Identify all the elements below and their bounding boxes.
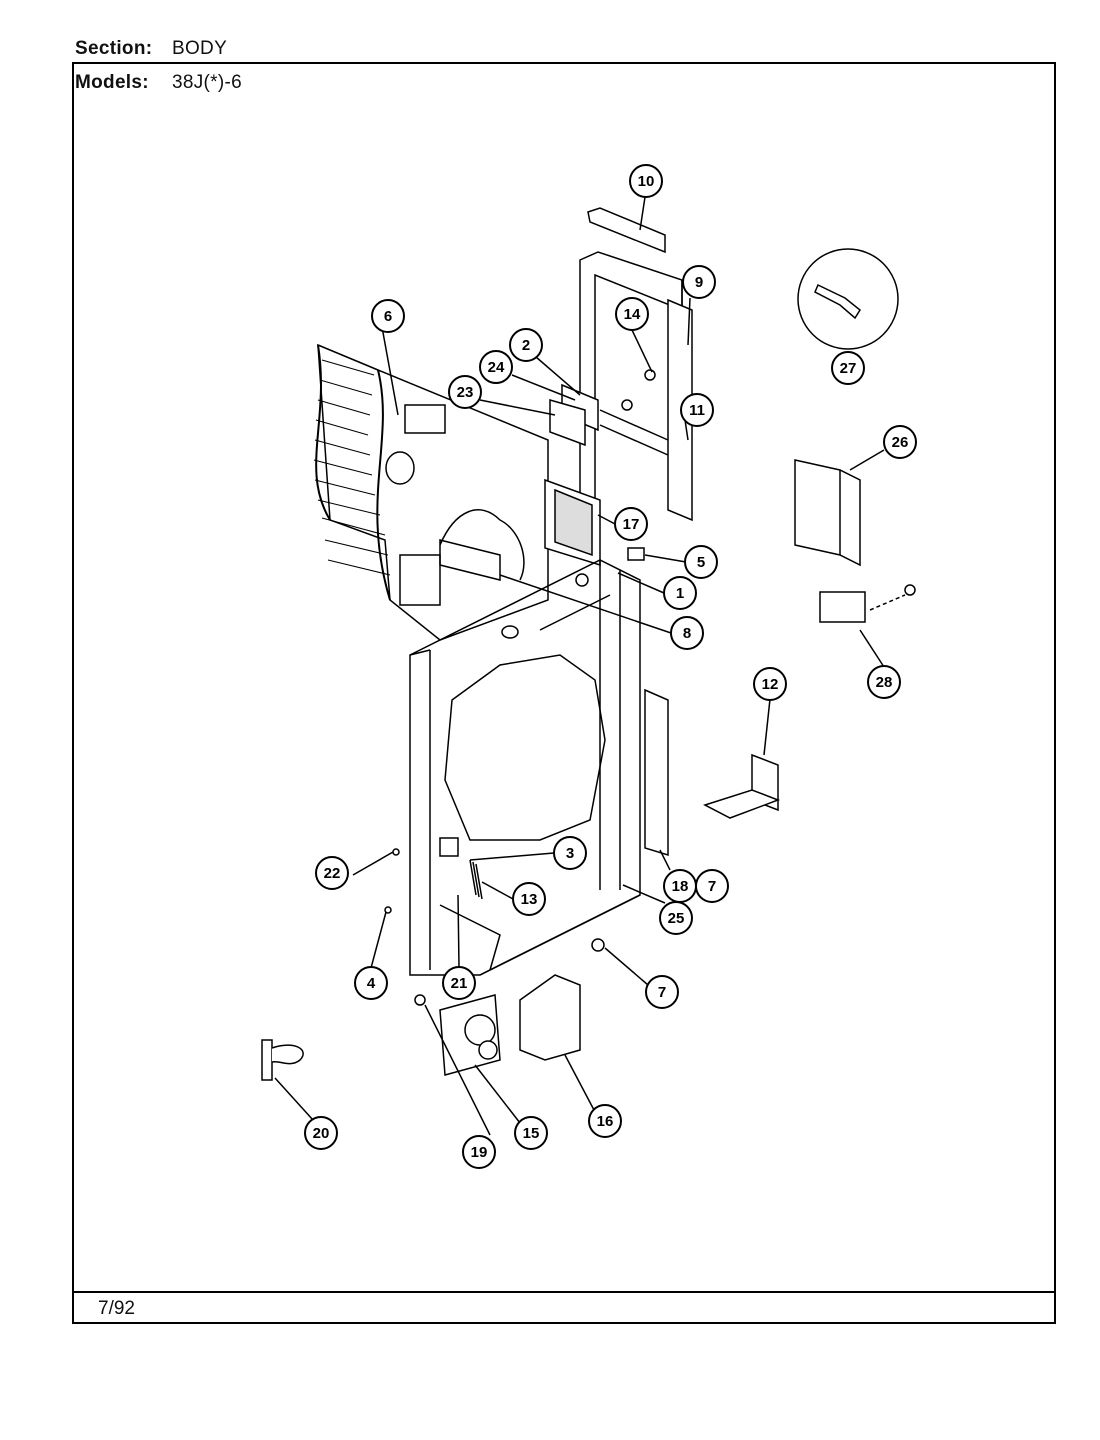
callout-27-label: 27 bbox=[840, 360, 857, 377]
latch-part bbox=[261, 1039, 304, 1081]
callout-22: 22 bbox=[315, 856, 349, 890]
callout-20: 20 bbox=[304, 1116, 338, 1150]
callout-6: 6 bbox=[371, 299, 405, 333]
callout-22-label: 22 bbox=[324, 865, 341, 882]
callout-1-label: 1 bbox=[676, 585, 684, 602]
callout-2-label: 2 bbox=[522, 337, 530, 354]
callout-28: 28 bbox=[867, 665, 901, 699]
callout-11: 11 bbox=[680, 393, 714, 427]
callout-4: 4 bbox=[354, 966, 388, 1000]
callout-18: 18 bbox=[663, 869, 697, 903]
callout-5: 5 bbox=[684, 545, 718, 579]
callout-7b-label: 7 bbox=[658, 984, 666, 1001]
switch-detail-part bbox=[797, 248, 899, 350]
fastener-parts bbox=[384, 848, 605, 1006]
callout-14-label: 14 bbox=[624, 306, 641, 323]
callout-7b: 7 bbox=[645, 975, 679, 1009]
callout-17-label: 17 bbox=[623, 516, 640, 533]
callout-3-label: 3 bbox=[566, 845, 574, 862]
callout-21-label: 21 bbox=[451, 975, 468, 992]
callout-10: 10 bbox=[629, 164, 663, 198]
callout-16-label: 16 bbox=[597, 1113, 614, 1130]
duct-part bbox=[544, 478, 601, 567]
callout-24-label: 24 bbox=[488, 359, 505, 376]
relay-part bbox=[819, 584, 916, 623]
callout-7a: 7 bbox=[695, 869, 729, 903]
callout-15: 15 bbox=[514, 1116, 548, 1150]
section-value: BODY bbox=[172, 38, 228, 59]
callout-18-label: 18 bbox=[672, 878, 689, 895]
callout-10-label: 10 bbox=[638, 173, 655, 190]
callout-25-label: 25 bbox=[668, 910, 685, 927]
callout-28-label: 28 bbox=[876, 674, 893, 691]
control-board-part bbox=[794, 459, 861, 567]
callout-12-label: 12 bbox=[762, 676, 779, 693]
callout-27: 27 bbox=[831, 351, 865, 385]
callout-9: 9 bbox=[682, 265, 716, 299]
callout-21: 21 bbox=[442, 966, 476, 1000]
front-frame-part bbox=[409, 559, 641, 976]
callout-17: 17 bbox=[614, 507, 648, 541]
support-bracket-part bbox=[703, 753, 781, 819]
callout-5-label: 5 bbox=[697, 554, 705, 571]
callout-9-label: 9 bbox=[695, 274, 703, 291]
small-block-part bbox=[627, 547, 645, 561]
callout-19: 19 bbox=[462, 1135, 496, 1169]
callout-26: 26 bbox=[883, 425, 917, 459]
callout-4-label: 4 bbox=[367, 975, 376, 992]
callout-23: 23 bbox=[448, 375, 482, 409]
section-label: Section: bbox=[75, 38, 153, 59]
callout-14: 14 bbox=[615, 297, 649, 331]
callout-7a-label: 7 bbox=[708, 878, 716, 895]
diagram-frame bbox=[72, 62, 1056, 1324]
callout-1: 1 bbox=[663, 576, 697, 610]
callout-8: 8 bbox=[670, 616, 704, 650]
callout-23-label: 23 bbox=[457, 384, 474, 401]
cover-part bbox=[519, 974, 581, 1061]
callout-26-label: 26 bbox=[892, 434, 909, 451]
spring-parts bbox=[439, 837, 483, 900]
insulation-hatch bbox=[313, 359, 391, 576]
callout-25: 25 bbox=[659, 901, 693, 935]
callout-3: 3 bbox=[553, 836, 587, 870]
callout-20-label: 20 bbox=[313, 1125, 330, 1142]
models-label: Models: bbox=[75, 72, 149, 93]
callout-24: 24 bbox=[479, 350, 513, 384]
models-value: 38J(*)-6 bbox=[172, 72, 242, 93]
callout-12: 12 bbox=[753, 667, 787, 701]
callout-13-label: 13 bbox=[521, 891, 538, 908]
footer-date: 7/92 bbox=[98, 1298, 135, 1319]
callout-16: 16 bbox=[588, 1104, 622, 1138]
callout-6-label: 6 bbox=[384, 308, 392, 325]
callout-2: 2 bbox=[509, 328, 543, 362]
callout-11-label: 11 bbox=[689, 402, 705, 419]
callout-8-label: 8 bbox=[683, 625, 691, 642]
side-strip-part bbox=[644, 688, 669, 857]
callout-13: 13 bbox=[512, 882, 546, 916]
callout-15-label: 15 bbox=[523, 1125, 540, 1142]
motor-part bbox=[439, 994, 501, 1076]
callout-19-label: 19 bbox=[471, 1144, 488, 1161]
leader-lines bbox=[274, 196, 885, 1136]
